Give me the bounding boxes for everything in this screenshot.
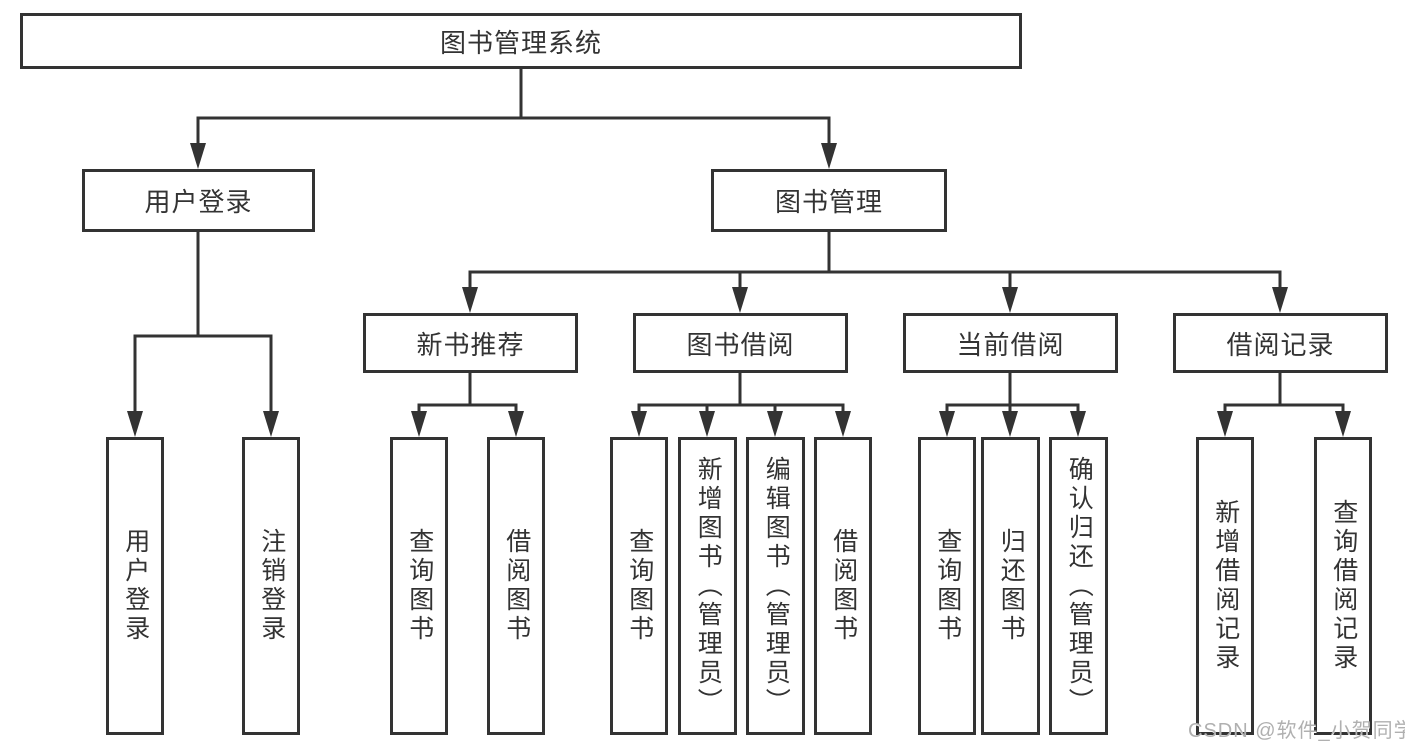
node-book-borrow-label: 图书借阅 xyxy=(686,329,795,360)
node-root-label: 图书管理系统 xyxy=(439,27,602,58)
leaf-edit-book-admin-label: 编辑图书（管理员） xyxy=(762,455,791,717)
node-book-management-label: 图书管理 xyxy=(774,187,883,217)
leaf-query-book-recommend: 查询图书 xyxy=(390,437,448,735)
leaf-query-book-borrow-label: 查询图书 xyxy=(625,528,654,644)
node-new-book-recommend-label: 新书推荐 xyxy=(416,329,525,360)
node-borrow-records: 借阅记录 xyxy=(1173,313,1388,373)
node-user-login-label: 用户登录 xyxy=(144,187,253,217)
leaf-borrow-book-recommend: 借阅图书 xyxy=(487,437,545,735)
watermark-text: CSDN @软件_小贺同学 xyxy=(1188,720,1405,742)
node-current-borrow-label: 当前借阅 xyxy=(956,329,1065,360)
node-user-login: 用户登录 xyxy=(82,169,315,232)
leaf-query-book-current: 查询图书 xyxy=(918,437,976,735)
node-current-borrow: 当前借阅 xyxy=(903,313,1118,373)
node-new-book-recommend: 新书推荐 xyxy=(363,313,578,373)
leaf-query-book-current-label: 查询图书 xyxy=(933,528,962,644)
leaf-user-login-label: 用户登录 xyxy=(121,528,150,644)
leaf-add-borrow-record: 新增借阅记录 xyxy=(1196,437,1254,735)
leaf-borrow-book: 借阅图书 xyxy=(814,437,872,735)
leaf-query-book-borrow: 查询图书 xyxy=(610,437,668,735)
leaf-confirm-return-admin: 确认归还（管理员） xyxy=(1049,437,1108,735)
leaf-add-borrow-record-label: 新增借阅记录 xyxy=(1211,499,1240,673)
leaf-edit-book-admin: 编辑图书（管理员） xyxy=(746,437,805,735)
node-borrow-records-label: 借阅记录 xyxy=(1226,329,1335,360)
leaf-logout-label: 注销登录 xyxy=(257,528,286,644)
leaf-query-book-recommend-label: 查询图书 xyxy=(405,528,434,644)
leaf-query-borrow-record: 查询借阅记录 xyxy=(1314,437,1372,735)
leaf-return-book: 归还图书 xyxy=(981,437,1040,735)
leaf-user-login: 用户登录 xyxy=(106,437,164,735)
leaf-return-book-label: 归还图书 xyxy=(997,528,1026,644)
node-book-borrow: 图书借阅 xyxy=(633,313,848,373)
leaf-add-book-admin: 新增图书（管理员） xyxy=(678,437,737,735)
leaf-borrow-book-label: 借阅图书 xyxy=(829,528,858,644)
leaf-confirm-return-admin-label: 确认归还（管理员） xyxy=(1065,455,1094,717)
leaf-add-book-admin-label: 新增图书（管理员） xyxy=(694,455,723,717)
leaf-query-borrow-record-label: 查询借阅记录 xyxy=(1329,499,1358,673)
leaf-borrow-book-recommend-label: 借阅图书 xyxy=(502,528,531,644)
node-root: 图书管理系统 xyxy=(20,13,1022,69)
node-book-management: 图书管理 xyxy=(711,169,947,232)
leaf-logout: 注销登录 xyxy=(242,437,300,735)
